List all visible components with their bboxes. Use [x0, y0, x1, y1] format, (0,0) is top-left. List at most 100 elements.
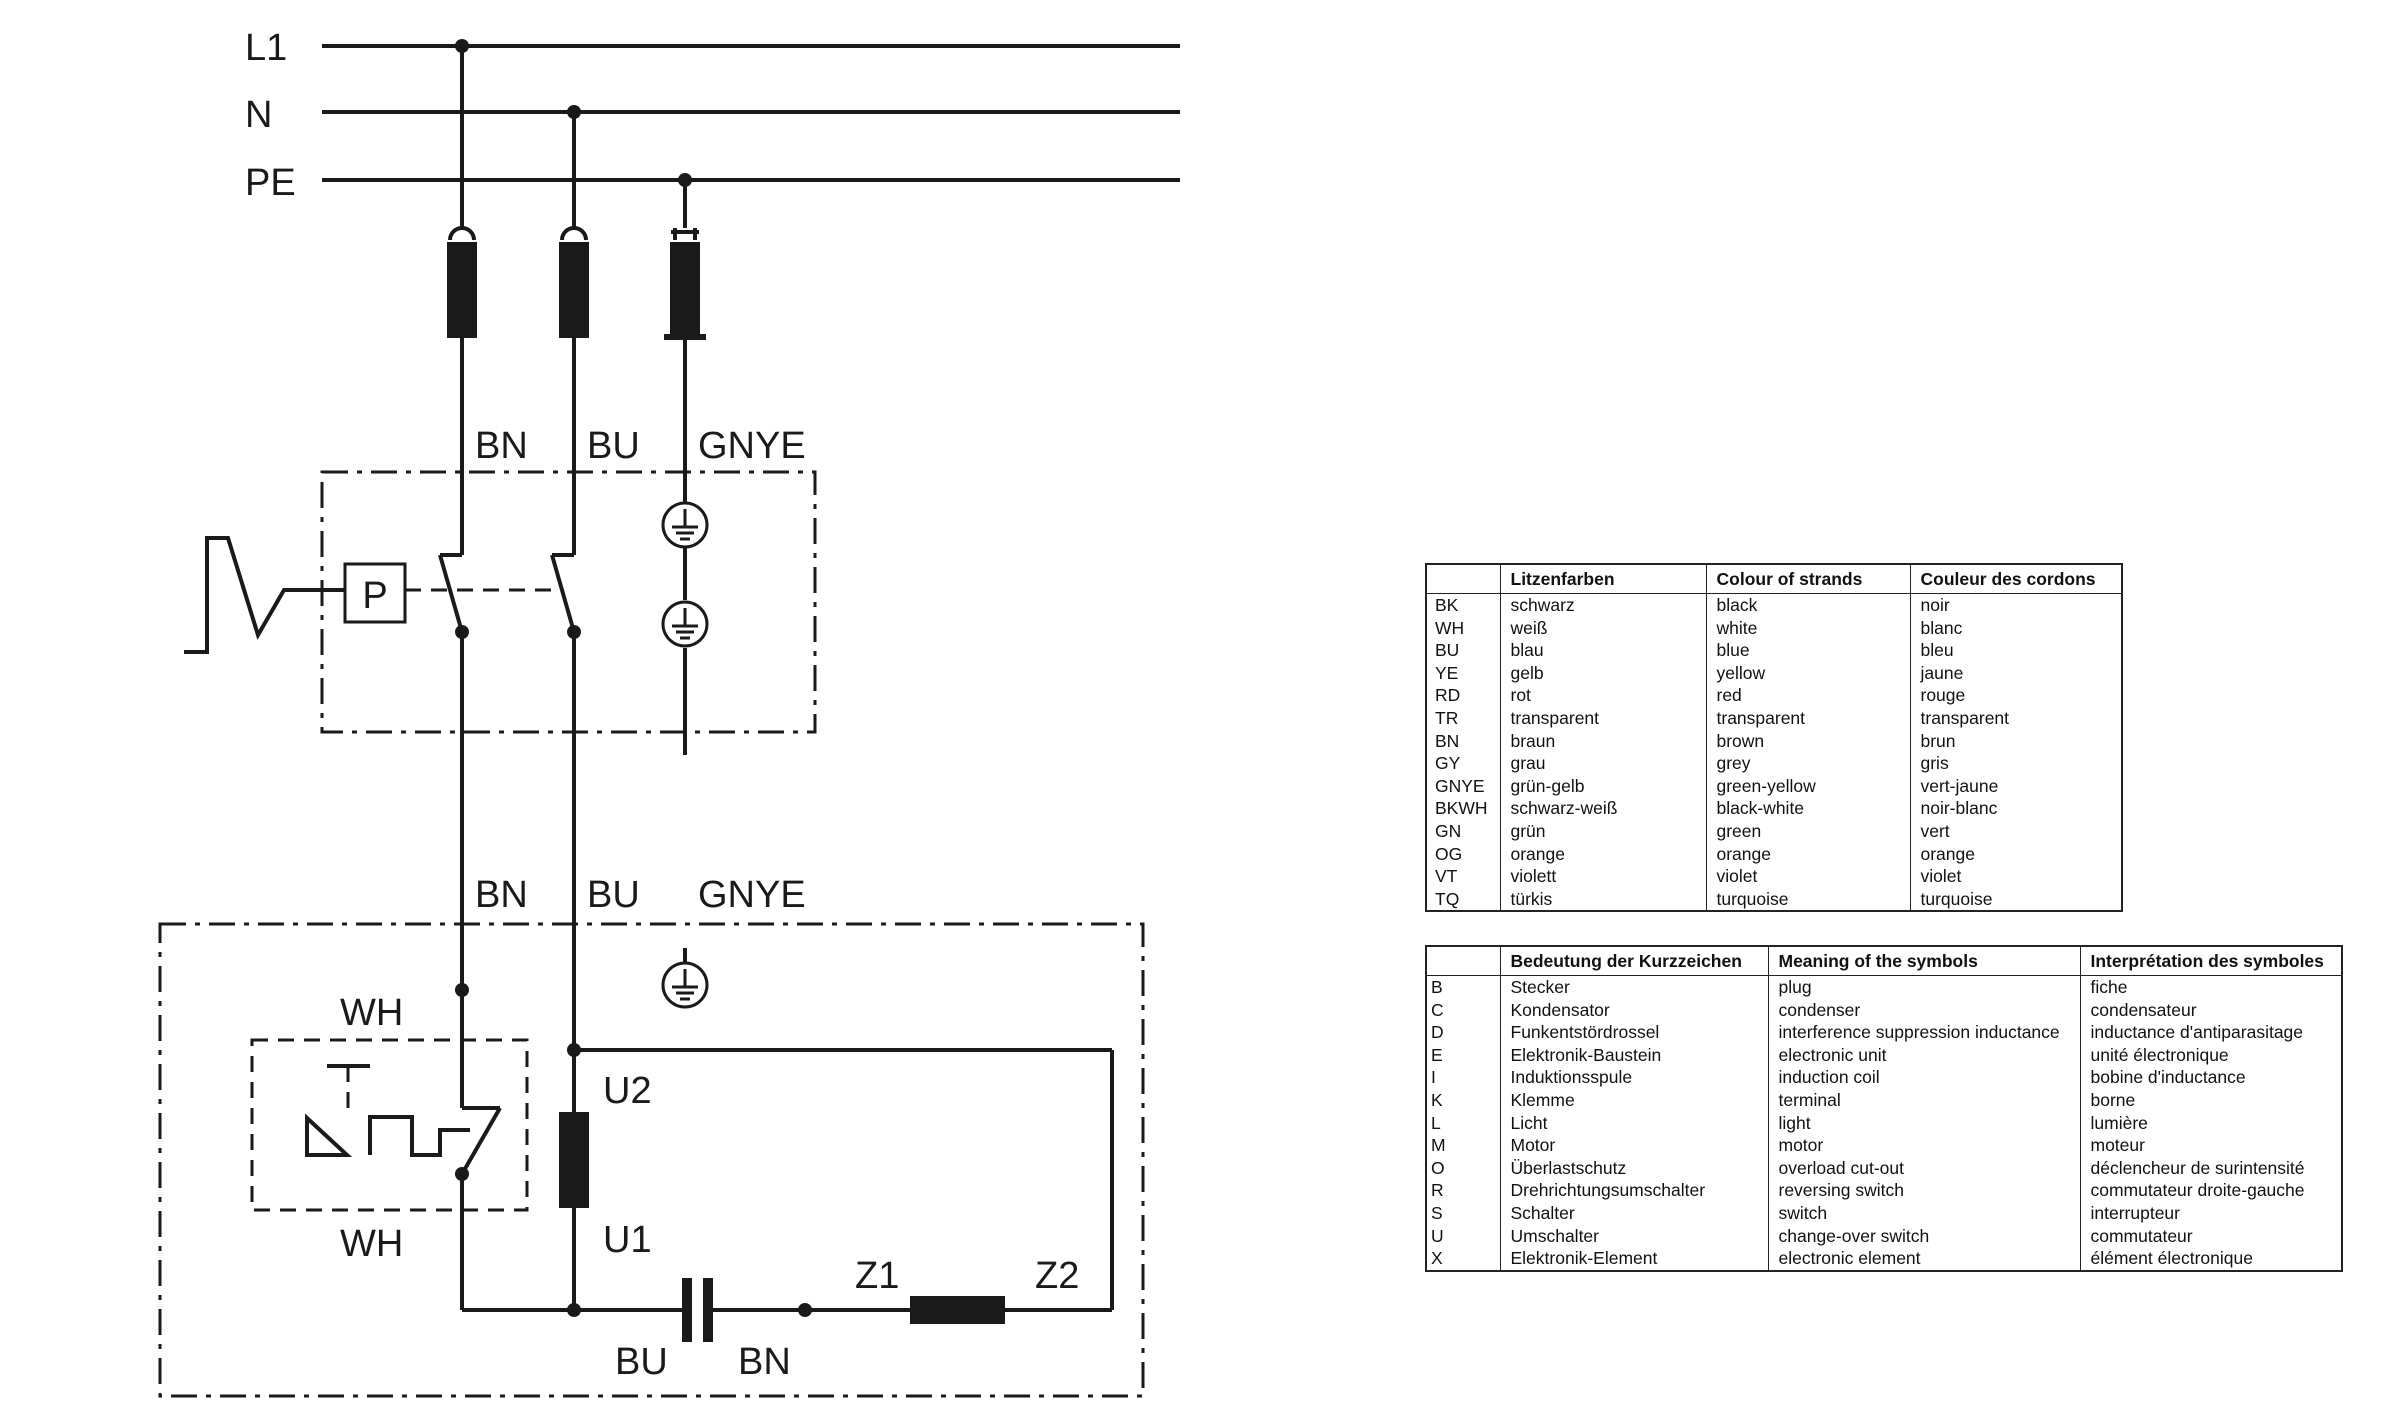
header-french: Couleur des cordons [1909, 564, 2122, 594]
label-z2: Z2 [1035, 1255, 1079, 1297]
cell-french: jaune [1909, 661, 2122, 685]
label-bn-lower: BN [475, 874, 528, 916]
cell-english: reversing switch [1767, 1179, 2080, 1202]
motor-housing [158, 922, 1145, 1398]
cell-french: lumière [2079, 1111, 2342, 1135]
cell-german: Funkentstördrossel [1499, 1021, 1768, 1044]
cell-french: turquoise [1909, 887, 2122, 912]
plug-body [670, 242, 700, 334]
cell-german: grün [1499, 819, 1706, 843]
cell-french: condensateur [2079, 998, 2342, 1022]
cell-german: Umschalter [1499, 1224, 1768, 1248]
switch-contact [550, 554, 576, 633]
cell-code: O [1431, 1157, 1445, 1178]
cell-german: Elektronik-Baustein [1499, 1043, 1768, 1067]
cell-english: motor [1767, 1134, 2080, 1157]
header-english: Meaning of the symbols [1767, 946, 2080, 976]
cell-code: RD [1435, 685, 1461, 706]
cell-english: interference suppression inductance [1767, 1021, 2080, 1044]
plug-body [559, 242, 589, 338]
cell-code: WH [1435, 617, 1465, 638]
header-german: Litzenfarben [1499, 564, 1706, 594]
cell-german: Licht [1499, 1111, 1768, 1135]
cell-french: transparent [1909, 706, 2122, 730]
pressure-symbol [184, 536, 345, 654]
cell-english: red [1705, 684, 1910, 707]
cell-english: orange [1705, 842, 1910, 866]
cell-english: brown [1705, 729, 1910, 753]
cell-english: plug [1767, 975, 2080, 999]
cell-french: commutateur [2079, 1224, 2342, 1248]
supply-lines: L1 N PE [245, 27, 1180, 204]
cell-german: schwarz-weiß [1499, 797, 1706, 820]
header-german: Bedeutung der Kurzzeichen [1499, 946, 1768, 976]
label-gnye-upper: GNYE [698, 425, 806, 467]
cell-french: commutateur droite-gauche [2079, 1179, 2342, 1202]
cell-code: K [1431, 1089, 1443, 1110]
thermal-contact [460, 1107, 502, 1175]
cell-french: unité électronique [2079, 1043, 2342, 1067]
cell-code: TR [1435, 707, 1459, 728]
thermal-protector-box [250, 1038, 529, 1212]
cell-code: BK [1435, 595, 1459, 615]
cell-english: condenser [1767, 998, 2080, 1022]
cell-code: GNYE [1435, 775, 1485, 796]
header-code [1426, 946, 1500, 976]
label-p: P [362, 575, 387, 617]
cell-french: moteur [2079, 1134, 2342, 1157]
cell-german: grün-gelb [1499, 774, 1706, 798]
cell-code: E [1431, 1044, 1443, 1065]
cell-french: bleu [1909, 639, 2122, 662]
cell-code: S [1431, 1202, 1443, 1223]
cell-english: blue [1705, 639, 1910, 662]
cell-english: electronic element [1767, 1247, 2080, 1271]
cell-code: R [1431, 1180, 1444, 1201]
cell-french: borne [2079, 1088, 2342, 1112]
cell-english: green [1705, 819, 1910, 843]
cell-code: M [1431, 1135, 1446, 1156]
cell-code: VT [1435, 866, 1458, 887]
label-bu-upper: BU [587, 425, 640, 467]
cell-german: Schalter [1499, 1201, 1768, 1225]
cell-french: interrupteur [2079, 1201, 2342, 1225]
legend-header-row: Litzenfarben Colour of strands Couleur d… [1426, 564, 2122, 594]
capacitor-plate [703, 1278, 713, 1342]
cell-english: green-yellow [1705, 774, 1910, 798]
cell-german: gelb [1499, 661, 1706, 685]
label-cap-bn: BN [738, 1341, 791, 1383]
cell-french: orange [1909, 842, 2122, 866]
cell-code: L [1431, 1112, 1441, 1133]
label-bu-lower: BU [587, 874, 640, 916]
cell-english: electronic unit [1767, 1043, 2080, 1067]
cell-french: vert-jaune [1909, 774, 2122, 798]
cell-english: black [1705, 593, 1910, 617]
cell-code: U [1431, 1225, 1444, 1246]
cell-english: yellow [1705, 661, 1910, 685]
earth-icon [661, 600, 709, 648]
label-u1: U1 [603, 1219, 652, 1261]
pressure-switch: P [184, 338, 817, 755]
cell-english: light [1767, 1111, 2080, 1135]
cell-german: Klemme [1499, 1088, 1768, 1112]
cell-german: schwarz [1499, 593, 1706, 617]
label-cap-bu: BU [615, 1341, 668, 1383]
cell-german: orange [1499, 842, 1706, 866]
plug-body [447, 242, 477, 338]
bimetal-symbol [305, 1113, 470, 1157]
cell-french: déclencheur de surintensité [2079, 1156, 2342, 1180]
cell-english: switch [1767, 1201, 2080, 1225]
cell-german: Elektronik-Element [1499, 1247, 1768, 1271]
